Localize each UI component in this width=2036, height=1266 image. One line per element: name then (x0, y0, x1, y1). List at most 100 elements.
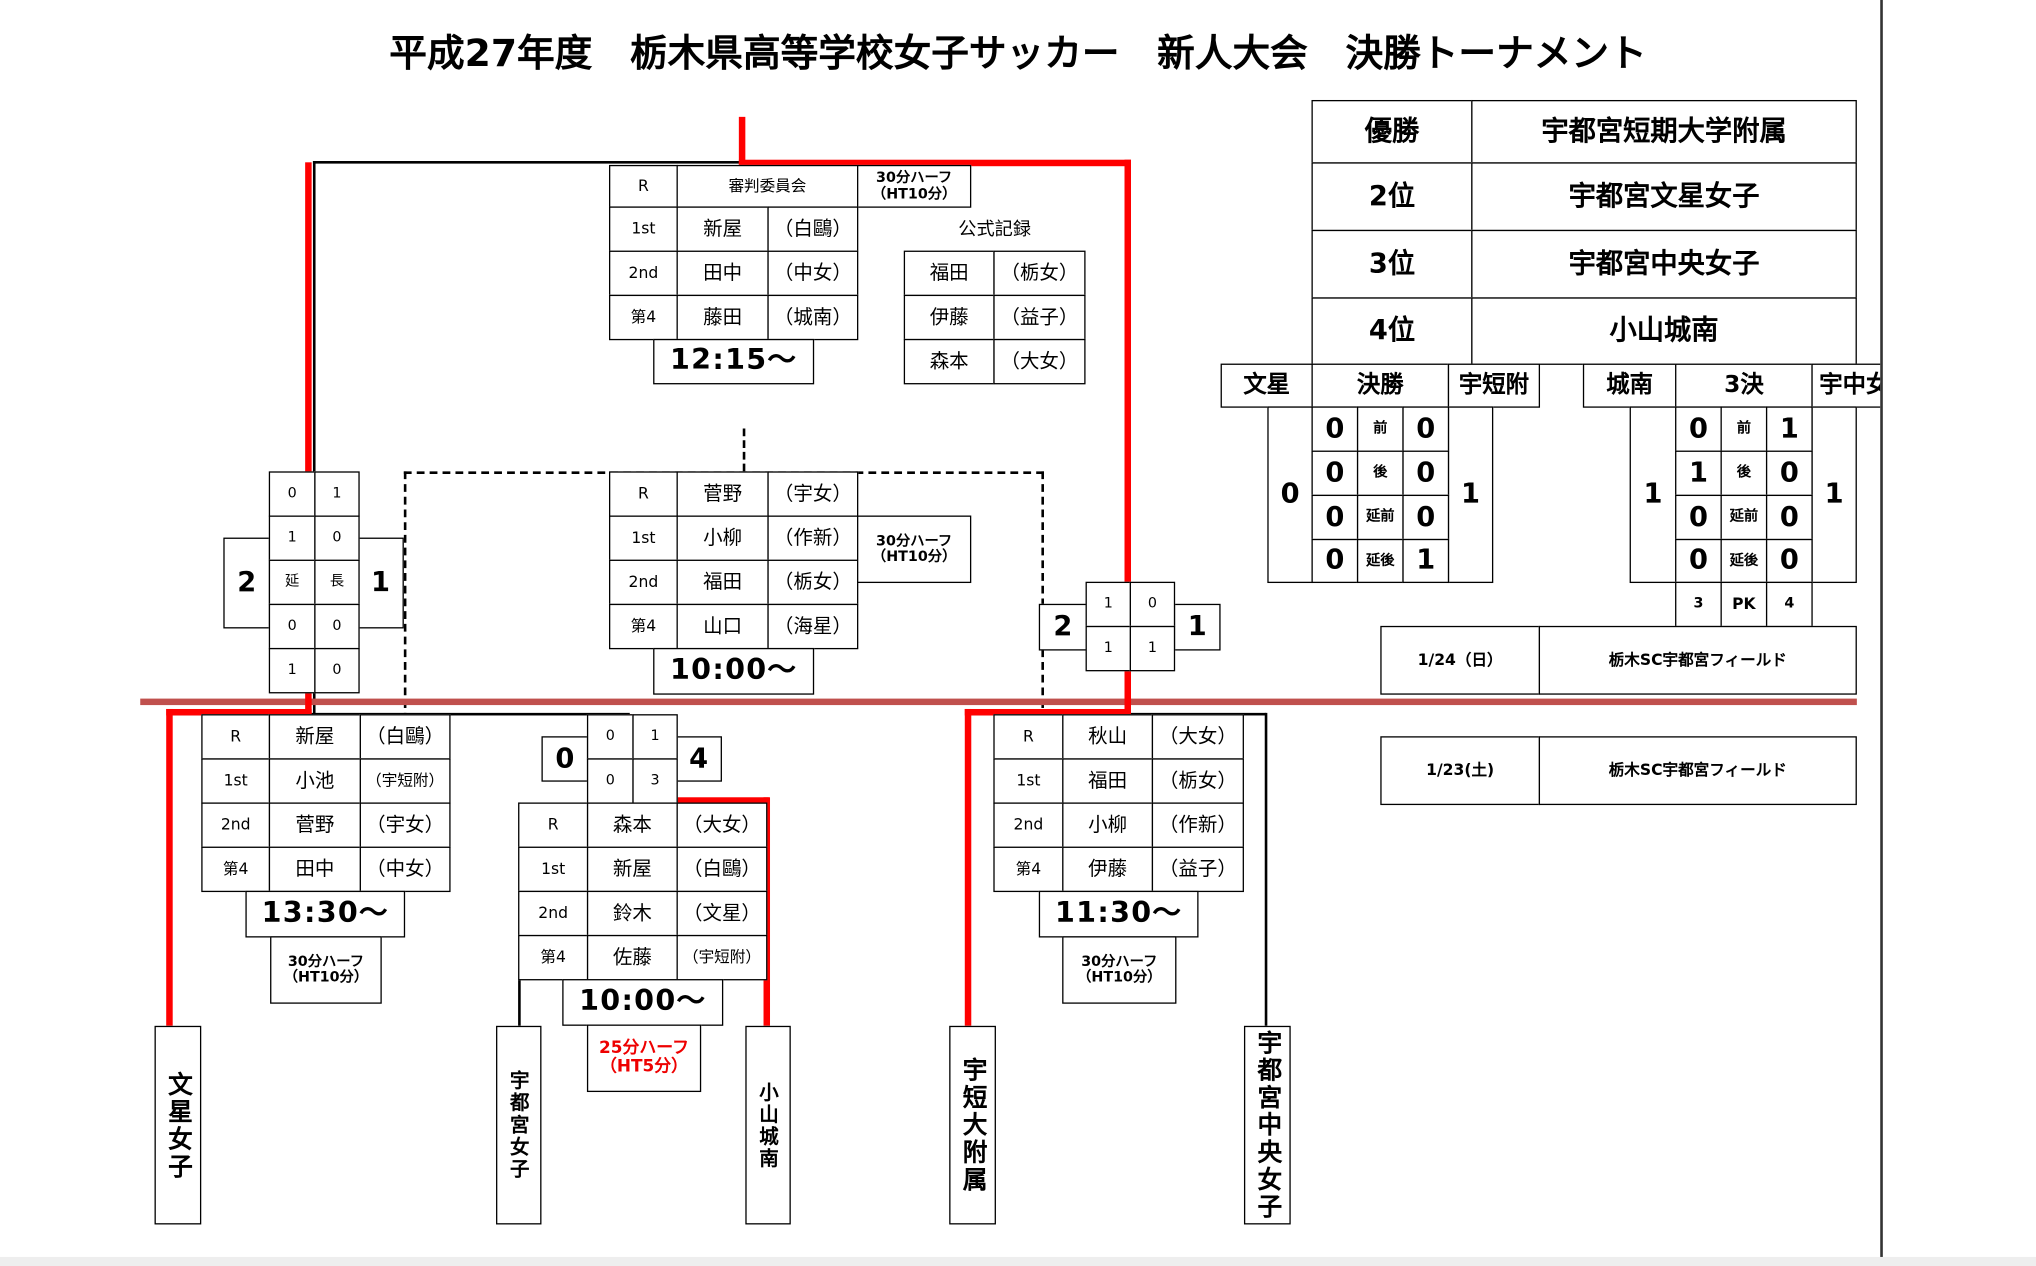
referee-name: 藤田 (676, 294, 769, 341)
period-score: 1 (1765, 406, 1813, 452)
half-length: 25分ハーフ (599, 1038, 690, 1058)
bracket-line (1264, 712, 1268, 1026)
role-cell: 1st (201, 758, 271, 804)
referee-school: （作新） (767, 515, 859, 561)
period-score: 0 (314, 603, 360, 650)
referee-school: （海星） (767, 603, 859, 650)
match-format: 30分ハーフ（HT10分） (1062, 936, 1177, 1004)
winner-path (627, 797, 769, 804)
divider-line (140, 698, 1857, 706)
winner-path (738, 116, 746, 167)
role-cell: 第4 (608, 603, 678, 650)
referee-name: 秋山 (1062, 714, 1154, 760)
referee-school: （宇女） (767, 471, 859, 517)
referee-school: （中女） (767, 250, 859, 297)
total-score: 2 (1038, 603, 1087, 651)
role-cell: 1st (608, 515, 678, 561)
role-cell: R (993, 714, 1064, 760)
role-cell: R (608, 164, 678, 208)
recorder-name: 福田 (903, 250, 995, 297)
period-label: 後 (1356, 450, 1404, 497)
referee-name: 伊藤 (1062, 846, 1154, 893)
half-length: 30分ハーフ (287, 952, 365, 970)
referee-school: （宇短附） (676, 934, 768, 981)
referee-school: （白鷗） (676, 846, 768, 893)
venue: 栃木SC宇都宮フィールド (1538, 736, 1857, 806)
match-format: 25分ハーフ（HT5分） (586, 1024, 702, 1093)
half-length: 30分ハーフ (876, 532, 953, 550)
team-name: 宇都宮中央女子 (1471, 229, 1857, 299)
total-score: 1 (1629, 406, 1677, 584)
period-label: 後 (1720, 450, 1768, 497)
team-name: 小山城南 (1471, 297, 1857, 365)
referee-school: （白鷗） (767, 206, 859, 252)
referee-name: 山口 (676, 603, 769, 650)
period-label: 長 (314, 559, 360, 606)
role-cell: 第4 (993, 846, 1064, 893)
halftime-length: （HT10分） (283, 968, 369, 986)
period-score: 0 (1675, 406, 1722, 452)
halftime-length: （HT10分） (1077, 968, 1162, 986)
role-cell: 2nd (993, 802, 1064, 848)
referee-name: 福田 (1062, 758, 1154, 804)
period-score: 1 (268, 647, 316, 694)
team-name: 宇都宮文星女子 (1471, 162, 1857, 232)
referee-name: 新屋 (268, 714, 361, 760)
total-score: 0 (541, 736, 589, 782)
period-score: 0 (1402, 494, 1450, 541)
referee-school: （大女） (676, 802, 768, 848)
period-score: 0 (1765, 450, 1813, 497)
winner-path (964, 708, 972, 1026)
referee-name: 佐藤 (586, 934, 678, 981)
team-utsunomiya-joshi: 宇都宮女子 (496, 1025, 542, 1225)
period-score: 0 (586, 714, 634, 760)
referee-name: 森本 (586, 802, 678, 848)
period-score: 1 (1085, 581, 1131, 628)
venue: 栃木SC宇都宮フィールド (1538, 625, 1857, 695)
page-bottom-edge (0, 1256, 2036, 1266)
referee-school: （栃女） (1151, 758, 1244, 804)
role-cell: 1st (993, 758, 1064, 804)
period-score: 0 (1311, 538, 1359, 584)
period-label: 延前 (1720, 494, 1768, 541)
bracket-line (312, 161, 316, 715)
role-cell: 2nd (608, 250, 678, 297)
referee-name: 鈴木 (586, 890, 678, 937)
bracket-line (168, 712, 630, 716)
role-cell: 2nd (518, 890, 589, 937)
period-score: 1 (632, 714, 678, 760)
referee-name: 新屋 (586, 846, 678, 893)
team-label: 城南 (1582, 363, 1677, 408)
period-label: 延後 (1356, 538, 1404, 584)
winner-path (166, 708, 173, 1026)
role-cell: 2nd (608, 559, 678, 606)
referee-school: （大女） (1151, 714, 1244, 760)
kickoff-time: 11:30〜 (1038, 890, 1199, 938)
match-format: 30分ハーフ（HT10分） (270, 936, 382, 1004)
referee-school: （城南） (767, 294, 859, 341)
referee-name: 小池 (268, 758, 361, 804)
period-label: 前 (1720, 406, 1768, 452)
half-length: 30分ハーフ (876, 169, 953, 187)
team-label: 文星 (1220, 363, 1313, 408)
team-label: 宇短附 (1447, 363, 1541, 408)
period-score: 0 (1311, 494, 1359, 541)
period-score: 0 (268, 471, 316, 517)
match-label: 3決 (1675, 363, 1813, 408)
period-score: 1 (1129, 625, 1176, 672)
team-oyama-jonan: 小山城南 (745, 1025, 791, 1225)
pk-score: 4 (1765, 581, 1813, 628)
period-score: 1 (1675, 450, 1722, 497)
page-title: 平成27年度 栃木県高等学校女子サッカー 新人大会 決勝トーナメント (389, 31, 1647, 76)
recorder-name: 伊藤 (903, 294, 995, 341)
period-score: 1 (314, 471, 360, 517)
match-date: 1/23(土) (1380, 736, 1541, 806)
role-cell: 第4 (518, 934, 589, 981)
team-name: 宇都宮短期大学附属 (1471, 99, 1857, 164)
period-score: 0 (1675, 494, 1722, 541)
match-format: 30分ハーフ（HT10分） (857, 515, 972, 584)
recorder-school: （栃女） (993, 250, 1086, 297)
period-score: 1 (268, 515, 316, 561)
halftime-length: （HT10分） (871, 185, 957, 202)
period-score: 1 (1085, 625, 1131, 672)
